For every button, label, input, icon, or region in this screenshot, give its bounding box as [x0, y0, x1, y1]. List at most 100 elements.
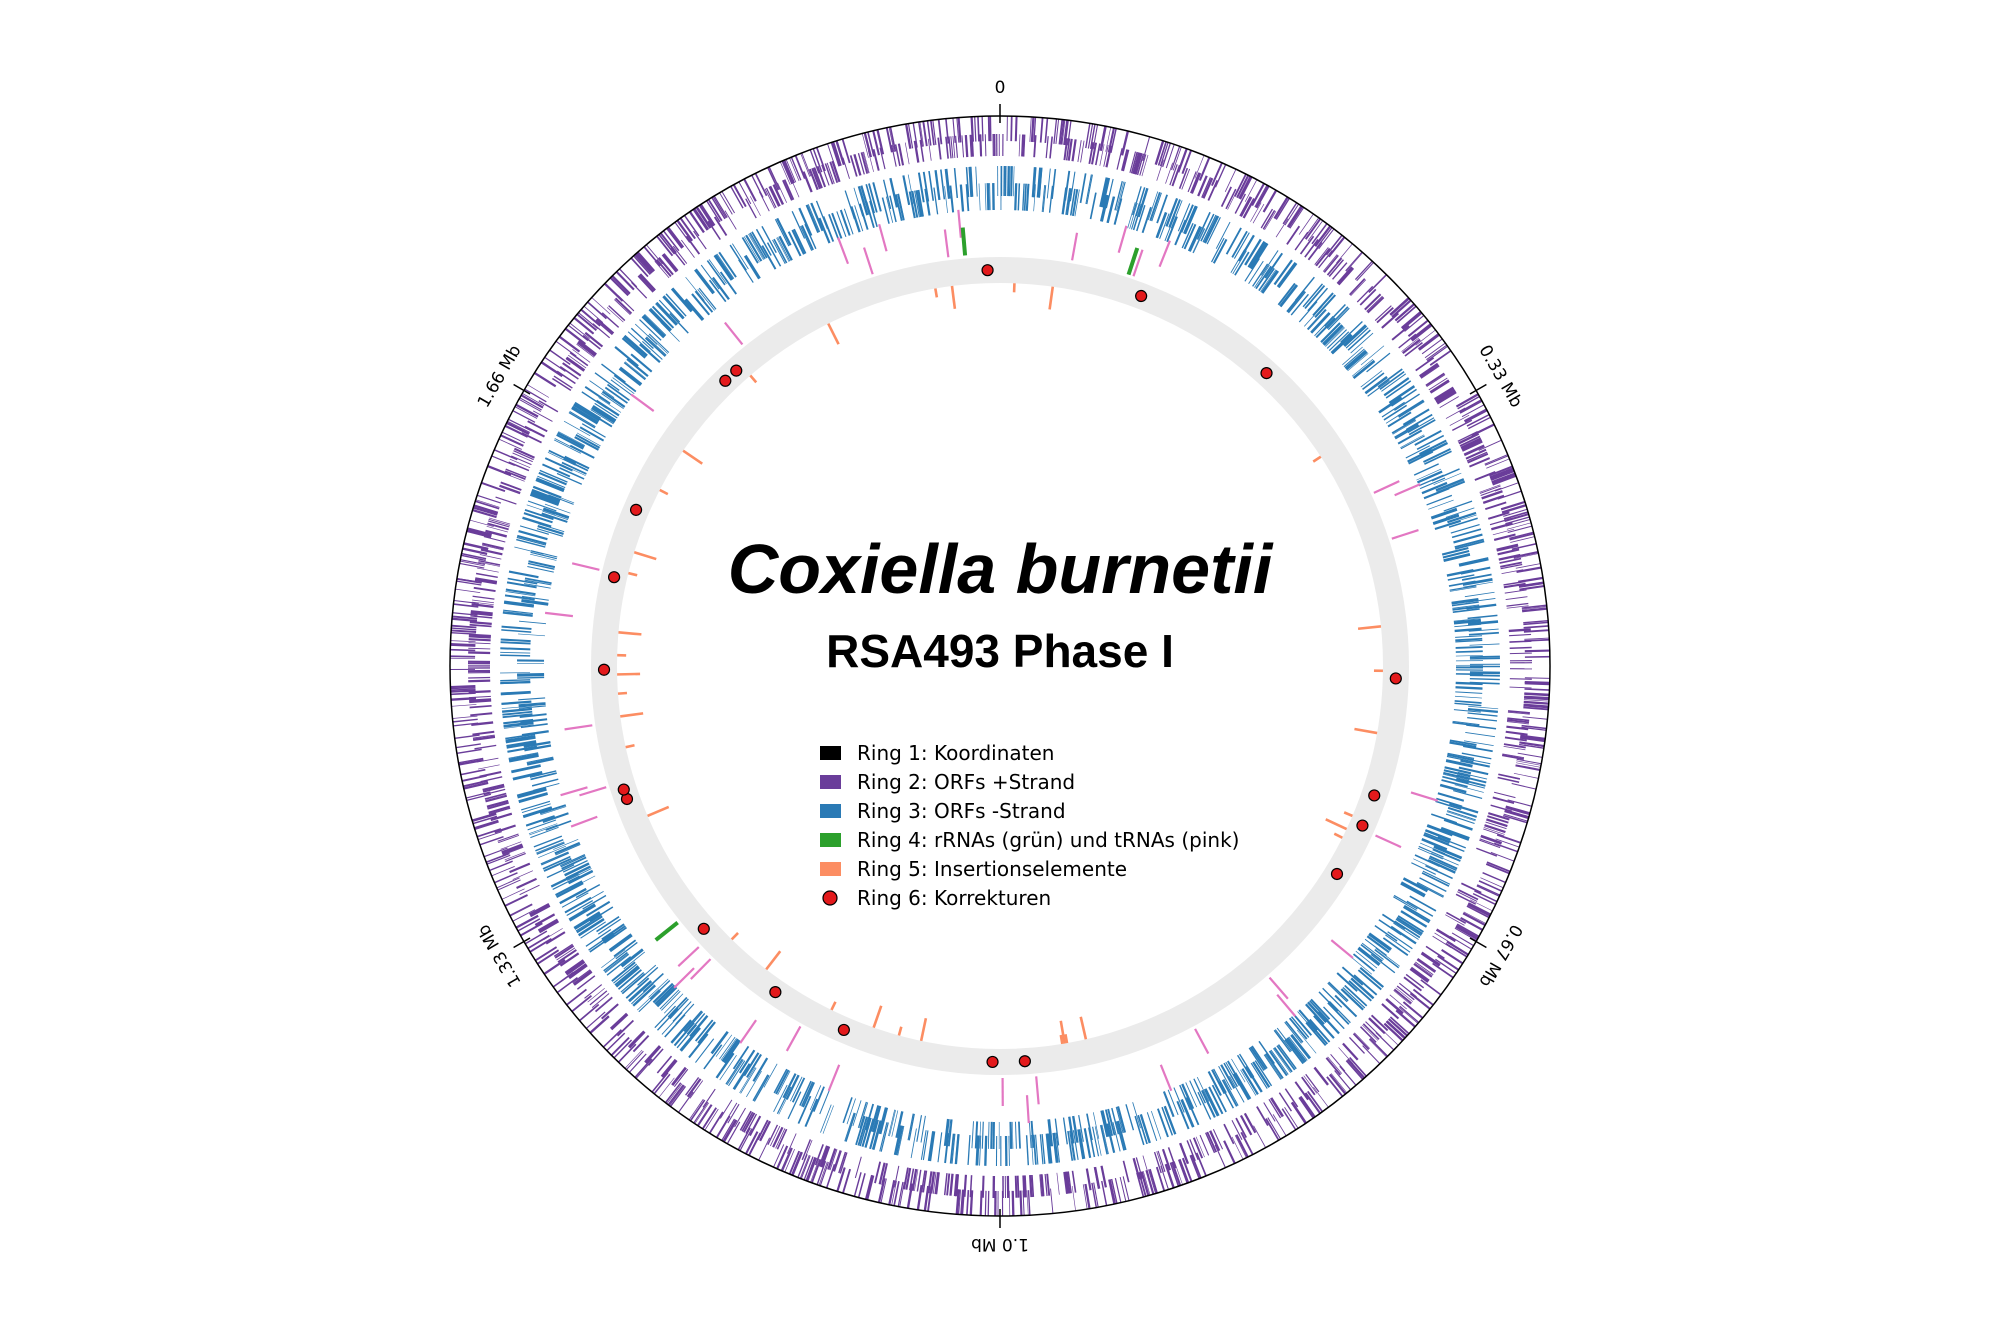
orf-minus-feature [518, 634, 545, 636]
orf-plus-feature [611, 1014, 627, 1029]
coordinate-tick [1470, 938, 1486, 948]
orf-minus-feature [1455, 692, 1482, 694]
orf-plus-feature [470, 625, 492, 627]
orf-plus-feature [1346, 253, 1362, 272]
orf-plus-feature [784, 160, 794, 183]
orf-plus-feature [470, 713, 492, 715]
orf-minus-feature [929, 171, 933, 201]
correction-marker [982, 265, 993, 276]
orf-plus-feature [1264, 191, 1277, 213]
orf-plus-feature [1072, 1171, 1075, 1193]
legend-label: Ring 4: rRNAs (grün) und tRNAs (pink) [857, 828, 1239, 852]
orf-minus-feature [1468, 706, 1498, 709]
orf-plus-feature [1288, 206, 1302, 227]
orf-minus-feature [1468, 615, 1498, 618]
orf-minus-feature [1011, 166, 1012, 196]
orf-plus-feature [453, 716, 478, 718]
orf-minus-feature [1455, 701, 1482, 703]
rrna-feature [963, 228, 965, 256]
orf-plus-feature [514, 449, 534, 458]
orf-plus-feature [1494, 843, 1518, 851]
orf-plus-feature [1179, 1160, 1188, 1184]
orf-plus-feature [1348, 1059, 1365, 1078]
orf-minus-feature [1354, 361, 1375, 378]
orf-plus-feature [1483, 873, 1506, 883]
orf-plus-feature [1313, 1087, 1328, 1107]
orf-plus-feature [988, 1191, 989, 1216]
orf-plus-feature [609, 306, 625, 321]
coordinate-tick [514, 384, 530, 394]
orf-plus-feature [781, 1148, 791, 1171]
orf-plus-feature [742, 1112, 753, 1131]
orf-plus-feature [1306, 1074, 1319, 1092]
insertion-element [1081, 1017, 1087, 1042]
orf-plus-feature [630, 1032, 645, 1048]
orf-plus-feature [927, 121, 930, 146]
orf-plus-feature [905, 143, 909, 165]
orf-plus-feature [570, 323, 590, 339]
orf-minus-feature [1086, 174, 1091, 203]
correction-marker [838, 1024, 849, 1035]
orf-minus-feature [1206, 216, 1219, 243]
orf-minus-feature [1470, 644, 1500, 645]
trna-feature [879, 224, 886, 251]
orf-plus-feature [947, 1173, 949, 1195]
legend-swatch [823, 891, 837, 905]
orf-minus-feature [1126, 1104, 1133, 1130]
orf-minus-feature [1015, 1122, 1016, 1149]
orf-minus-feature [1444, 501, 1472, 511]
correction-marker [698, 923, 709, 934]
orf-plus-feature [1047, 1174, 1049, 1196]
orf-plus-feature [686, 1077, 699, 1095]
correction-marker [599, 664, 610, 675]
orf-minus-feature [972, 1121, 974, 1148]
orf-plus-feature [1400, 1006, 1419, 1022]
orf-plus-feature [585, 985, 602, 999]
orf-minus-feature [1454, 703, 1481, 705]
orf-plus-feature [1337, 267, 1352, 283]
orf-plus-feature [1019, 134, 1020, 156]
insertion-element [645, 807, 669, 817]
orf-minus-feature [616, 967, 639, 986]
orf-minus-feature [590, 907, 613, 921]
orf-plus-feature [1518, 753, 1543, 757]
orf-plus-feature [497, 878, 520, 888]
trna-feature [1036, 1076, 1038, 1104]
orf-plus-feature [1468, 454, 1488, 463]
orf-plus-feature [1029, 1190, 1030, 1215]
orf-minus-feature [709, 259, 726, 283]
orf-plus-feature [1289, 207, 1303, 228]
orf-plus-feature [450, 650, 475, 651]
orf-plus-feature [1261, 209, 1272, 228]
orf-plus-feature [473, 596, 495, 599]
insertion-element [952, 283, 955, 309]
orf-plus-feature [714, 196, 727, 217]
orf-minus-feature [870, 201, 877, 227]
orf-minus-feature [518, 698, 545, 700]
orf-plus-feature [477, 495, 501, 503]
trna-feature [1027, 1095, 1029, 1123]
orf-minus-feature [1465, 592, 1495, 596]
orf-plus-feature [1275, 197, 1288, 218]
trna-feature [1160, 241, 1170, 267]
orf-plus-feature [972, 117, 973, 142]
orf-plus-feature [923, 121, 926, 146]
orf-plus-feature [1506, 604, 1528, 607]
orf-plus-feature [1391, 299, 1410, 316]
orf-minus-feature [1212, 238, 1225, 262]
trna-feature [787, 1026, 801, 1050]
correction-marker [1357, 820, 1368, 831]
orf-plus-feature [1525, 651, 1550, 652]
orf-minus-feature [1456, 683, 1483, 684]
orf-plus-feature [461, 770, 486, 775]
orf-minus-feature [1008, 166, 1009, 196]
orf-plus-feature [1486, 864, 1509, 873]
orf-plus-feature [557, 371, 575, 383]
orf-plus-feature [777, 1146, 787, 1169]
legend-item: Ring 6: Korrekturen [823, 886, 1051, 910]
orf-minus-feature [1470, 675, 1500, 676]
orf-minus-feature [1087, 175, 1093, 204]
orf-minus-feature [1133, 1102, 1141, 1128]
orf-minus-feature [752, 232, 767, 258]
orf-plus-feature [527, 385, 548, 398]
